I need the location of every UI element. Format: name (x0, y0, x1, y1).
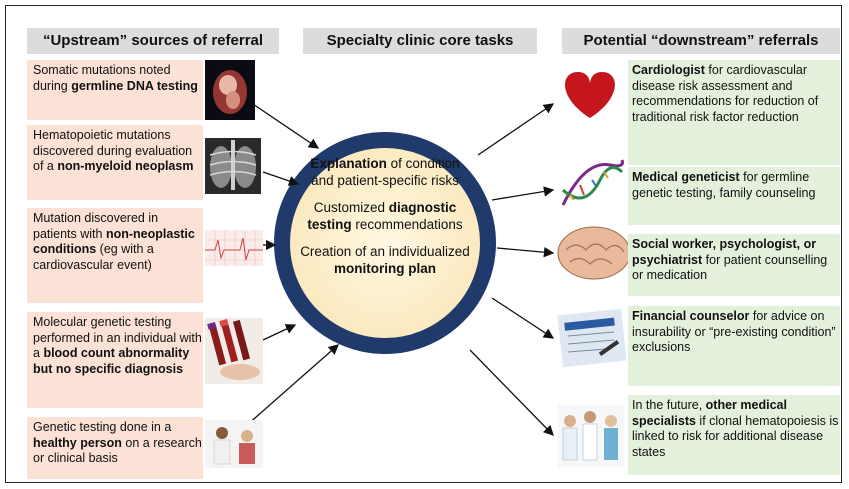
source-non-neoplastic-conditions: Mutation discovered in patients with non… (27, 208, 203, 303)
insurance-form-image (557, 308, 627, 368)
doctor-patient-image (205, 420, 263, 468)
ecg-strip-image (205, 230, 263, 266)
arrow-source-2 (262, 171, 300, 186)
core-tasks-header: Specialty clinic core tasks (303, 28, 537, 54)
arrow-referral-5 (469, 349, 554, 436)
source-germline-testing: Somatic mutations noted during germline … (27, 60, 203, 120)
arrow-source-1 (246, 99, 320, 149)
core-task-diagnostic-testing: Customized diagnostic testing recommenda… (307, 200, 463, 232)
referral-financial-counselor: Financial counselor for advice on insura… (628, 306, 840, 386)
source-non-myeloid-neoplasm: Hematopoietic mutations discovered durin… (27, 125, 203, 200)
heart-icon (565, 72, 615, 118)
referral-cardiologist: Cardiologist for cardiovascular disease … (628, 60, 840, 165)
embryo-image (205, 60, 255, 120)
upstream-header: “Upstream” sources of referral (27, 28, 279, 54)
core-tasks-text: Explanation of condition and patient-spe… (300, 155, 470, 287)
chest-xray-image (205, 138, 261, 194)
referral-other-specialists: In the future, other medical specialists… (628, 395, 840, 475)
referral-medical-geneticist: Medical geneticist for germline genetic … (628, 167, 840, 225)
arrow-referral-3 (496, 247, 555, 258)
arrow-referral-4 (491, 297, 555, 339)
core-task-monitoring-plan: Creation of an individualized monitoring… (300, 244, 470, 276)
arrow-source-4 (262, 324, 297, 341)
core-task-explanation: Explanation of condition and patient-spe… (310, 156, 460, 188)
dna-icon (561, 159, 624, 206)
core-tasks-circle (274, 132, 496, 354)
figure-frame (5, 5, 842, 483)
medical-team-image (558, 405, 624, 467)
arrow-referral-1 (477, 103, 555, 156)
source-healthy-person: Genetic testing done in a healthy person… (27, 417, 203, 479)
arrow-source-5 (246, 344, 339, 426)
blood-tubes-image (205, 318, 263, 384)
arrow-referral-2 (491, 186, 555, 201)
source-blood-count-abnormality: Molecular genetic testing performed in a… (27, 312, 203, 408)
referral-mental-health: Social worker, psychologist, or psychiat… (628, 234, 840, 296)
downstream-header: Potential “downstream” referrals (562, 28, 840, 54)
brain-icon (557, 226, 631, 280)
